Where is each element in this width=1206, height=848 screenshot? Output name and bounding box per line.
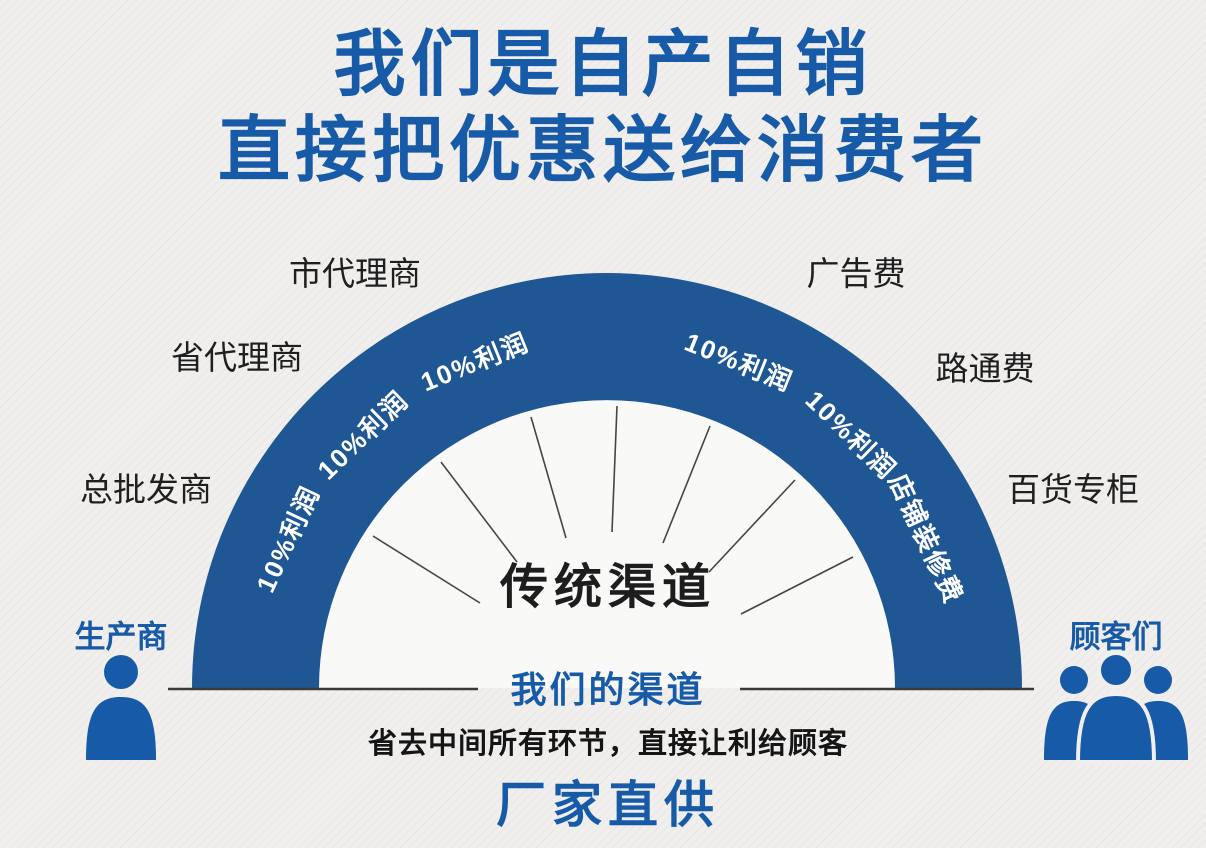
spoke-line [372, 535, 481, 604]
label-general-wholesaler: 总批发商 [80, 471, 212, 508]
person-head [1144, 666, 1172, 694]
spoke-line [662, 425, 711, 544]
label-province-agent: 省代理商 [171, 339, 303, 376]
spoke-line [708, 479, 796, 573]
arch-inner-area [319, 400, 895, 688]
main-title: 我们是自产自销 直接把优惠送给消费者 [0, 22, 1206, 195]
spoke-line [740, 556, 854, 615]
spoke-line [530, 416, 567, 539]
main-title-line-1: 我们是自产自销 [333, 25, 873, 105]
person-body [1075, 691, 1157, 764]
spoke-lines [372, 405, 854, 615]
person-body [86, 697, 156, 760]
spoke-line [611, 405, 618, 533]
footer-factory-direct-supply: 厂家直供 [496, 777, 720, 833]
customers-group-icon [1044, 651, 1188, 764]
person-head [1060, 666, 1088, 694]
person-head [1097, 651, 1135, 689]
traditional-channel-arch [192, 273, 1022, 688]
customers-label: 顾客们 [1069, 619, 1163, 655]
spoke-line [440, 461, 518, 563]
label-toll-fee: 路通费 [935, 350, 1035, 387]
label-advertising-fee: 广告费 [806, 255, 906, 292]
main-title-line-2: 直接把优惠送给消费者 [217, 111, 988, 192]
label-city-agent: 市代理商 [289, 255, 421, 292]
channel-description: 省去中间所有环节，直接让利给顾客 [367, 728, 849, 760]
person-head [104, 655, 138, 689]
our-channel-label: 我们的渠道 [510, 669, 706, 710]
producer-label: 生产商 [74, 619, 168, 655]
center-label-traditional-channel: 传统渠道 [499, 561, 717, 614]
label-department-store-counter: 百货专柜 [1007, 471, 1139, 508]
producer-person-icon [86, 655, 156, 760]
